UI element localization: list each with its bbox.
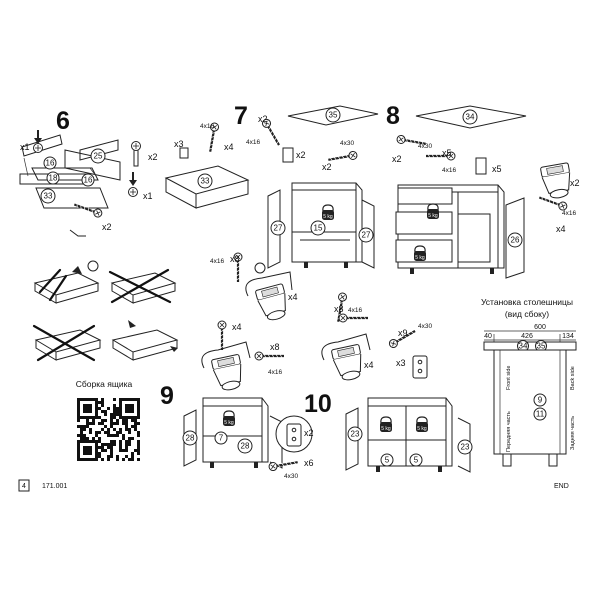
step8-hingescrew-size: 4x16 bbox=[562, 210, 576, 217]
step-10: 10 x8 4x16 x4 4x30 x9 x3 23 5 5 23 5 kg … bbox=[304, 291, 473, 473]
page-number-box bbox=[18, 479, 30, 492]
step7-weight: 5 kg bbox=[323, 214, 333, 220]
step10-weight-2: 5 kg bbox=[417, 426, 427, 432]
step7-bracket-qty: x2 bbox=[296, 150, 306, 160]
dim-mid: 426 bbox=[521, 333, 533, 340]
step10-screw-size: 4x16 bbox=[348, 307, 362, 314]
part-25-label: 25 bbox=[94, 152, 103, 161]
step-9-number: 9 bbox=[160, 382, 174, 410]
end-label: END bbox=[554, 483, 569, 490]
drawer-mounting-guide: Сборка ящика bbox=[32, 260, 179, 389]
step9-long-qty: x6 bbox=[304, 458, 314, 468]
step6-dowel-qty: x1 bbox=[20, 142, 30, 152]
part-27-left-label: 27 bbox=[274, 224, 283, 233]
step10-long-qty: x9 bbox=[398, 328, 408, 338]
worktop-title: Установка столешницы bbox=[481, 297, 573, 307]
part-26-label: 26 bbox=[511, 236, 520, 245]
part-34-label: 34 bbox=[466, 113, 475, 122]
step-10-number: 10 bbox=[304, 390, 332, 418]
step7-hingescrew-size: 4x16 bbox=[210, 258, 224, 265]
step-7: 7 33 x3 4x16 x4 35 x2 4x16 x2 4x30 x2 27… bbox=[164, 102, 379, 324]
step9-hingescrew-qty: x8 bbox=[270, 342, 280, 352]
step10-weight-1: 5 kg bbox=[381, 426, 391, 432]
part-23-right-label: 23 bbox=[461, 443, 470, 452]
drawer-assembly-title: Сборка ящика bbox=[76, 379, 133, 389]
part-5-right-label: 5 bbox=[414, 456, 419, 465]
step-8-number: 8 bbox=[386, 102, 400, 130]
step9-long-size: 4x30 bbox=[284, 473, 298, 480]
step7-screwb-size: 4x16 bbox=[246, 139, 260, 146]
step-7-number: 7 bbox=[234, 102, 248, 130]
step8-weight-2: 5 kg bbox=[415, 255, 425, 261]
step10-hinge-qty: x4 bbox=[364, 360, 374, 370]
part-28-left-label: 28 bbox=[186, 434, 195, 443]
qr-code bbox=[77, 398, 140, 461]
dim-left: 40 bbox=[484, 333, 492, 340]
worktop-installation: Установка столешницы (вид сбоку) 600 40 … bbox=[481, 297, 577, 467]
part-16-label: 16 bbox=[46, 159, 55, 168]
worktop-side-part-11: 11 bbox=[536, 410, 545, 419]
worktop-part-34: 34 bbox=[519, 342, 528, 351]
step-9: 9 x4 x8 4x16 28 7 28 5 kg x2 x6 4x30 bbox=[160, 319, 314, 480]
part-27-right-label: 27 bbox=[362, 231, 371, 240]
dim-right: 134 bbox=[562, 333, 574, 340]
step9-plate-qty: x2 bbox=[304, 428, 314, 438]
step6-screw-qty: x2 bbox=[102, 222, 112, 232]
step8-screw-qty: x5 bbox=[442, 148, 452, 158]
label-back-side: Back side bbox=[570, 366, 576, 390]
step8-screw-size: 4x16 bbox=[442, 167, 456, 174]
step9-weight: 5 kg bbox=[224, 420, 234, 426]
page-number: 4 bbox=[22, 483, 26, 490]
part-7-label: 7 bbox=[219, 434, 224, 443]
step7-screwb-qty: x2 bbox=[258, 114, 268, 124]
step7-screwa-qty: x4 bbox=[224, 142, 234, 152]
step-8: 8 34 4x30 x2 x5 4x16 x5 5 kg 5 kg x2 4x1… bbox=[386, 102, 580, 279]
document-code: 171.001 bbox=[42, 483, 67, 490]
part-16b-label: 16 bbox=[84, 176, 93, 185]
step7-long-qty: x2 bbox=[322, 162, 332, 172]
part-33-drawer-label: 33 bbox=[201, 177, 210, 186]
part-33-label: 33 bbox=[44, 192, 53, 201]
step7-screwa-size: 4x16 bbox=[200, 123, 214, 130]
worktop-side-part-9: 9 bbox=[538, 396, 543, 405]
step8-long-qty: x2 bbox=[392, 154, 402, 164]
part-35-label: 35 bbox=[329, 111, 338, 120]
step7-rail-qty: x3 bbox=[174, 139, 184, 149]
step-6: 6 16 25 18 16 33 x1 x2 x1 x2 bbox=[19, 107, 158, 237]
part-18-label: 18 bbox=[49, 174, 58, 183]
dim-total: 600 bbox=[534, 324, 546, 331]
step-6-number: 6 bbox=[56, 107, 70, 135]
step8-weight-1: 5 kg bbox=[428, 213, 438, 219]
step7-hingescrew-qty: x8 bbox=[230, 254, 240, 264]
step7-long-size: 4x30 bbox=[340, 140, 354, 147]
step8-bracket-qty: x5 bbox=[492, 164, 502, 174]
step9-hinge-qty: x4 bbox=[232, 322, 242, 332]
part-15-label: 15 bbox=[314, 224, 323, 233]
label-back-ru: Задняя часть bbox=[570, 416, 576, 450]
step8-hingescrew-qty: x4 bbox=[556, 224, 566, 234]
step8-long-size: 4x30 bbox=[418, 143, 432, 150]
step8-hinge-qty: x2 bbox=[570, 178, 580, 188]
step6-cam-qty: x2 bbox=[148, 152, 158, 162]
label-front-side: Front side bbox=[506, 366, 512, 390]
step6-cam2-qty: x1 bbox=[143, 191, 153, 201]
worktop-subtitle: (вид сбоку) bbox=[505, 309, 549, 319]
step9-hingescrew-size: 4x16 bbox=[268, 369, 282, 376]
part-28-right-label: 28 bbox=[241, 442, 250, 451]
part-23-left-label: 23 bbox=[351, 430, 360, 439]
step10-long-size: 4x30 bbox=[418, 323, 432, 330]
label-front-ru: Передняя часть bbox=[506, 411, 512, 452]
worktop-part-35: 35 bbox=[537, 342, 546, 351]
step10-plate-qty: x3 bbox=[396, 358, 406, 368]
step10-screw-qty: x8 bbox=[334, 304, 344, 314]
step7-hinge-qty: x4 bbox=[288, 292, 298, 302]
part-5-left-label: 5 bbox=[385, 456, 390, 465]
